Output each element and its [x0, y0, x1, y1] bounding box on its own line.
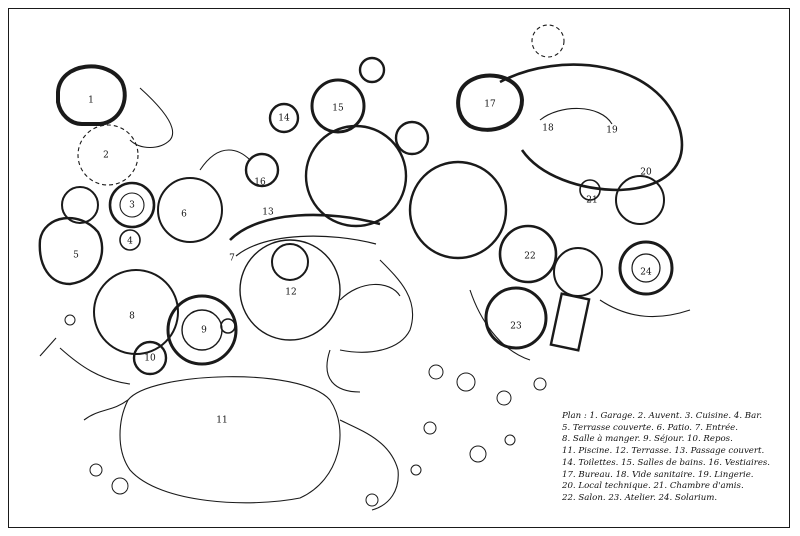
legend-line: 22. Salon. 23. Atelier. 24. Solarium. — [562, 492, 718, 503]
room-label-21: 21 — [586, 196, 597, 206]
room-label-19: 19 — [606, 126, 618, 136]
room-label-8: 8 — [129, 312, 135, 322]
plan-walls — [38, 24, 691, 511]
legend-line: 5. Terrasse couverte. 6. Patio. 7. Entré… — [562, 422, 738, 433]
room-label-20: 20 — [640, 168, 652, 178]
room-label-17: 17 — [484, 100, 496, 110]
room-label-24: 24 — [640, 268, 652, 278]
room-label-6: 6 — [181, 210, 187, 220]
plan-legend: Plan : 1. Garage. 2. Auvent. 3. Cuisine.… — [562, 411, 788, 505]
room-labels: 1 2 3 4 5 6 7 8 9 10 11 12 13 14 15 16 1… — [73, 96, 652, 426]
legend-line: 11. Piscine. 12. Terrasse. 13. Passage c… — [562, 446, 765, 457]
legend-line: 20. Local technique. 21. Chambre d'amis. — [562, 481, 744, 492]
room-label-18: 18 — [542, 124, 554, 134]
room-label-23: 23 — [510, 322, 522, 332]
room-label-15: 15 — [332, 104, 344, 114]
room-label-9: 9 — [201, 326, 207, 336]
legend-line: Plan : 1. Garage. 2. Auvent. 3. Cuisine.… — [562, 411, 763, 421]
room-label-7: 7 — [229, 254, 235, 264]
room-label-3: 3 — [129, 201, 135, 211]
room-label-14: 14 — [278, 114, 290, 124]
room-label-11: 11 — [216, 416, 227, 426]
room-label-4: 4 — [127, 237, 133, 247]
room-label-13: 13 — [262, 208, 274, 218]
site-trees — [64, 314, 547, 507]
room-label-10: 10 — [144, 354, 156, 364]
figure-border — [8, 8, 790, 528]
room-label-12: 12 — [285, 288, 296, 298]
room-label-16: 16 — [254, 178, 266, 188]
room-label-5: 5 — [73, 251, 79, 261]
legend-line: 14. Toilettes. 15. Salles de bains. 16. … — [562, 457, 771, 468]
legend-line: 8. Salle à manger. 9. Séjour. 10. Repos. — [562, 434, 733, 445]
legend-line: 17. Bureau. 18. Vide sanitaire. 19. Ling… — [562, 469, 754, 480]
room-label-22: 22 — [524, 252, 535, 262]
room-label-1: 1 — [88, 96, 94, 106]
room-label-2: 2 — [103, 151, 109, 161]
